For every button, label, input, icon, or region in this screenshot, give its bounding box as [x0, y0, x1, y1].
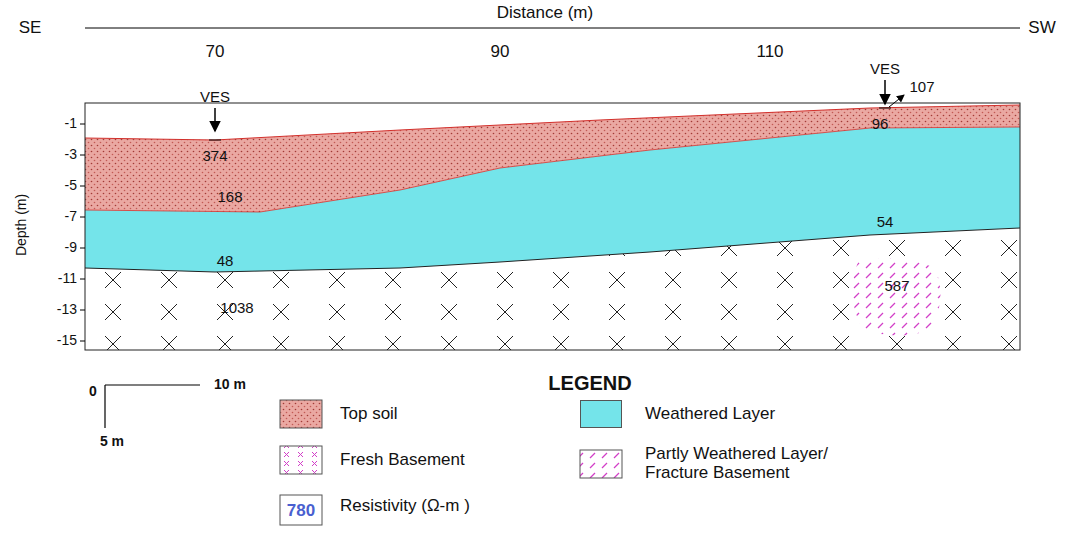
axis-title: Depth (m)	[14, 194, 29, 256]
tick-label: -11	[58, 271, 77, 286]
tick-label: -1	[65, 116, 77, 131]
scale-label: 5 m	[100, 434, 124, 449]
resistivity-value: 54	[877, 214, 894, 231]
resistivity-value: 96	[872, 116, 889, 133]
resistivity-value: 168	[217, 189, 242, 206]
tick-label: -7	[65, 209, 77, 224]
legend-text: Fresh Basement	[340, 451, 465, 470]
legend-text: Partly Weathered Layer/ Fracture Basemen…	[645, 445, 855, 482]
legend-swatch	[580, 400, 622, 428]
tick-label: -13	[57, 302, 77, 317]
resistivity-value: 48	[217, 253, 234, 270]
tick-label: 90	[491, 43, 510, 62]
scale-label: 10 m	[214, 377, 246, 392]
resistivity-value: 374	[202, 148, 227, 165]
resistivity-value: 1038	[220, 300, 253, 317]
tick-label: -9	[65, 240, 77, 255]
tick-label: -5	[65, 178, 77, 193]
tick-label: 70	[206, 43, 225, 62]
resistivity-value: 587	[884, 278, 909, 295]
direction-label: SW	[1028, 19, 1055, 38]
resistivity-value: 107	[909, 79, 934, 96]
legend-sample-value: 780	[287, 502, 315, 521]
tick-label: -15	[57, 333, 77, 348]
legend-text: Weathered Layer	[645, 405, 775, 424]
tick-label: 110	[756, 43, 783, 62]
direction-label: SE	[19, 19, 42, 38]
ves-label: VES	[200, 89, 230, 106]
tick-label: -3	[65, 147, 77, 162]
legend-text: Top soil	[340, 405, 398, 424]
legend-title: LEGEND	[548, 372, 631, 394]
ves-label: VES	[870, 61, 900, 78]
legend-text: Resistivity (Ω-m )	[340, 497, 470, 516]
scale-label: 0	[89, 384, 97, 399]
axis-title: Distance (m)	[497, 4, 593, 23]
